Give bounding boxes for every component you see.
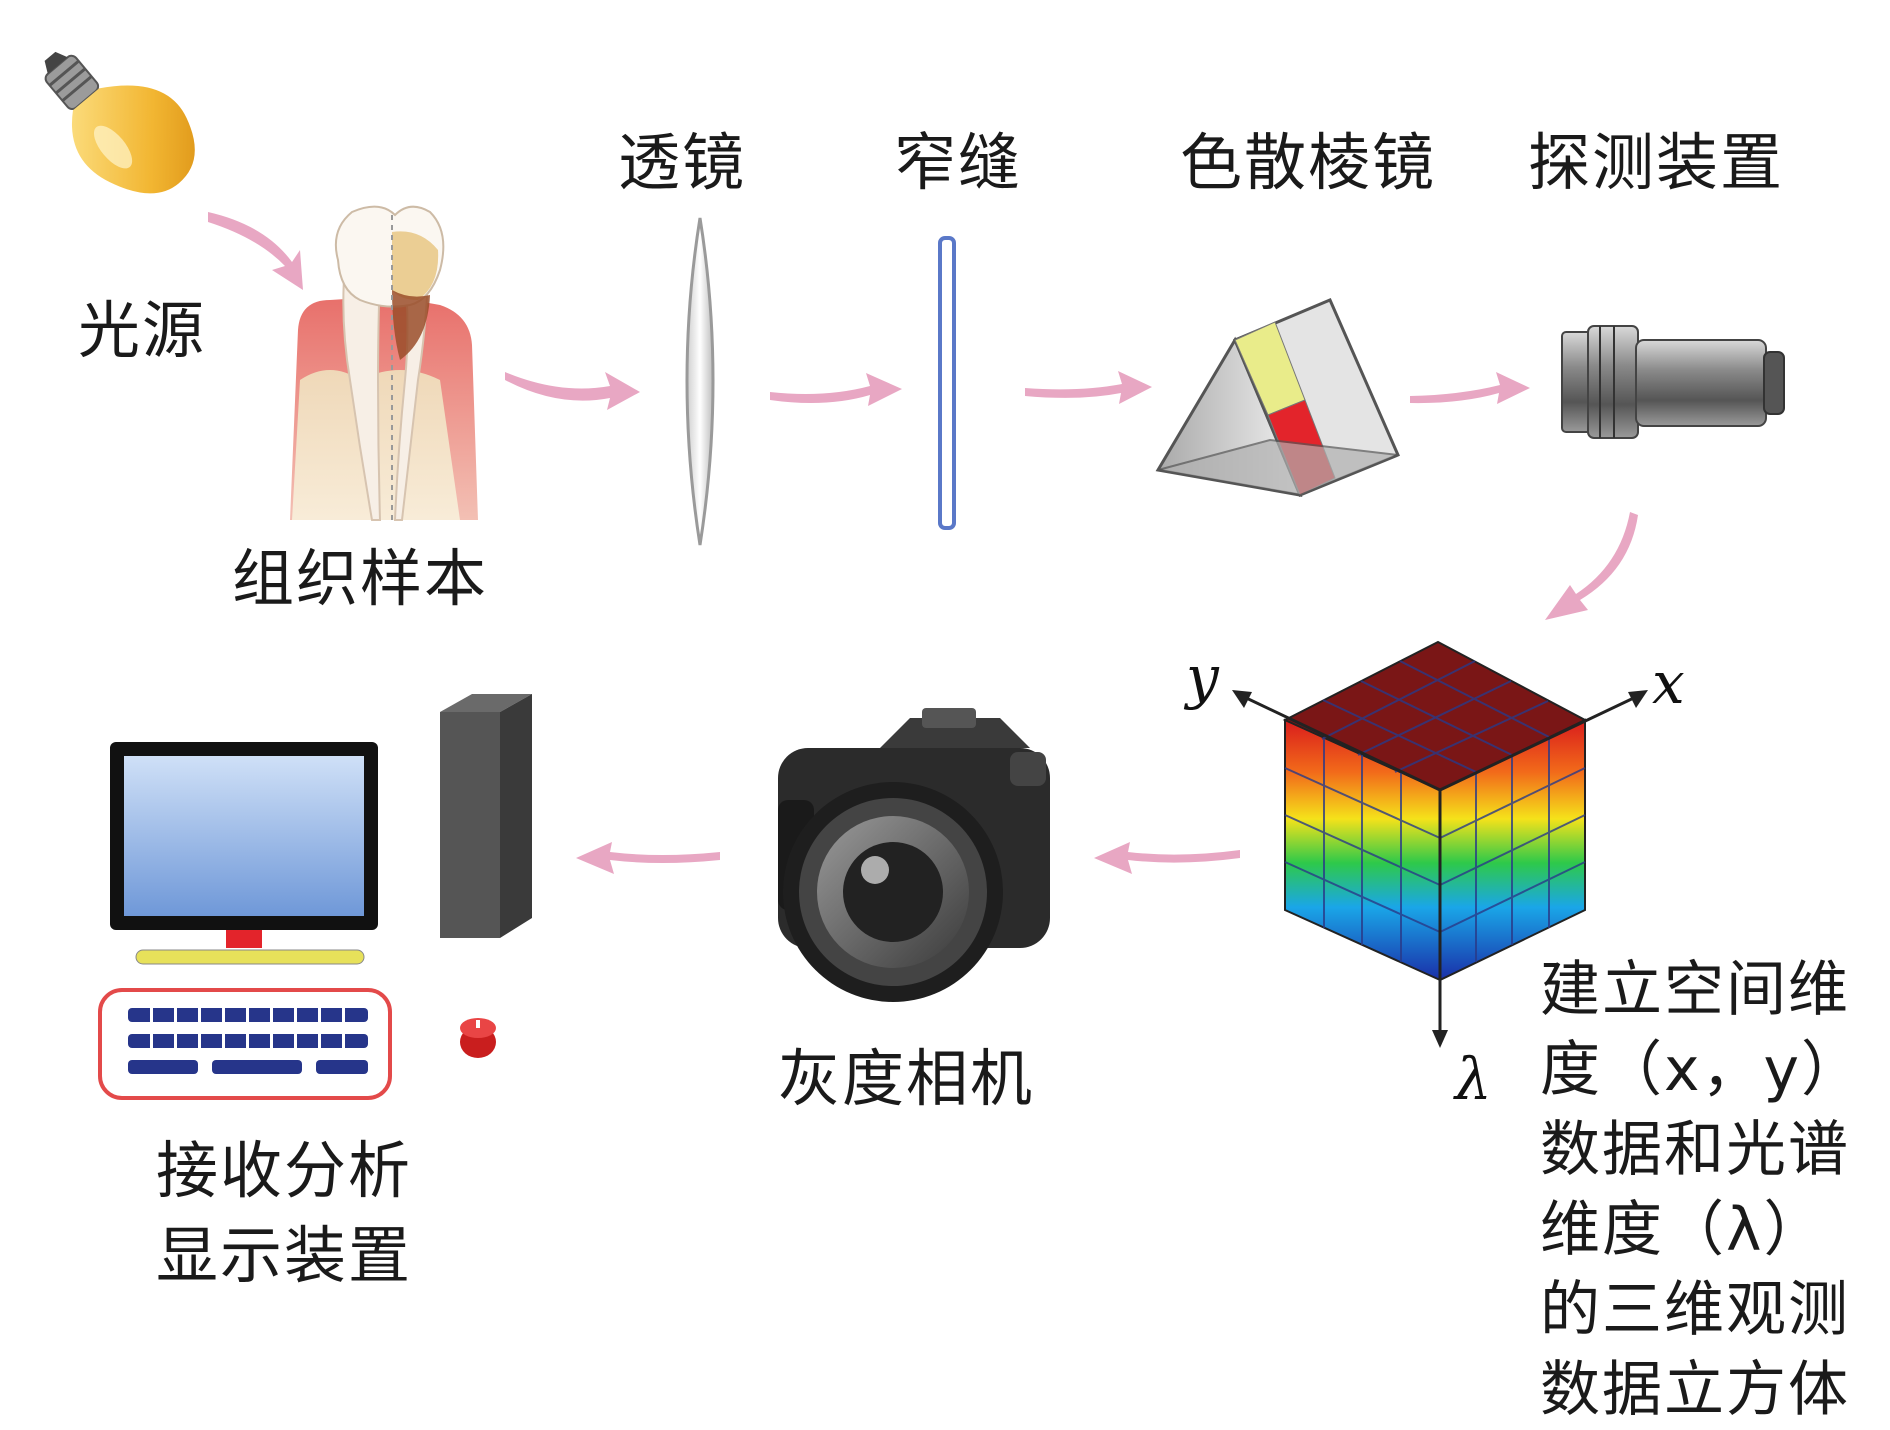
arrow-tooth-to-lens [505, 372, 640, 410]
label-lens: 透镜 [618, 126, 747, 199]
label-analysis-line2: 显示装置 [156, 1219, 413, 1292]
arrow-detector-to-cube [1545, 512, 1638, 620]
label-light-source: 光源 [78, 294, 207, 367]
cube-description-line: 建立空间维 [1540, 955, 1850, 1025]
arrow-slit-to-prism [1025, 371, 1152, 404]
cube-description-line: 度（x，y） [1540, 1035, 1864, 1105]
prism-icon [1155, 298, 1400, 497]
label-camera: 灰度相机 [778, 1042, 1035, 1115]
cube-description-line: 数据和光谱 [1540, 1115, 1850, 1185]
label-tissue-sample: 组织样本 [232, 542, 489, 615]
arrow-bulb-to-tooth [208, 212, 303, 290]
light-bulb-icon [44, 51, 195, 194]
axis-label-y: y [1186, 643, 1219, 711]
label-slit: 窄缝 [894, 126, 1023, 199]
mouse-icon [460, 1018, 496, 1058]
tooth-icon [290, 205, 478, 525]
label-prism: 色散棱镜 [1180, 126, 1437, 199]
cube-description-line: 维度（λ） [1540, 1195, 1826, 1265]
computer-icon [98, 694, 532, 1100]
camera-icon [778, 708, 1050, 1002]
arrow-lens-to-slit [770, 373, 902, 406]
cube-description-line: 数据立方体 [1540, 1355, 1850, 1425]
label-detector: 探测装置 [1528, 126, 1785, 199]
flow-arrows [208, 212, 1638, 874]
detector-icon [1561, 325, 1785, 439]
cube-description: 建立空间维 度（x，y） 数据和光谱 维度（λ） 的三维观测 数据立方体 [1540, 950, 1863, 1430]
arrow-prism-to-detector [1410, 372, 1530, 404]
data-cube-icon [1232, 640, 1648, 1048]
cube-description-line: 的三维观测 [1540, 1275, 1850, 1345]
arrow-cube-to-camera [1094, 842, 1240, 874]
lens-icon [685, 217, 715, 546]
slit-icon [938, 236, 956, 530]
axis-label-x: x [1652, 649, 1685, 717]
axis-label-lambda: λ [1455, 1045, 1492, 1113]
label-analysis-line1: 接收分析 [156, 1134, 413, 1207]
arrow-camera-to-computer [576, 842, 720, 874]
